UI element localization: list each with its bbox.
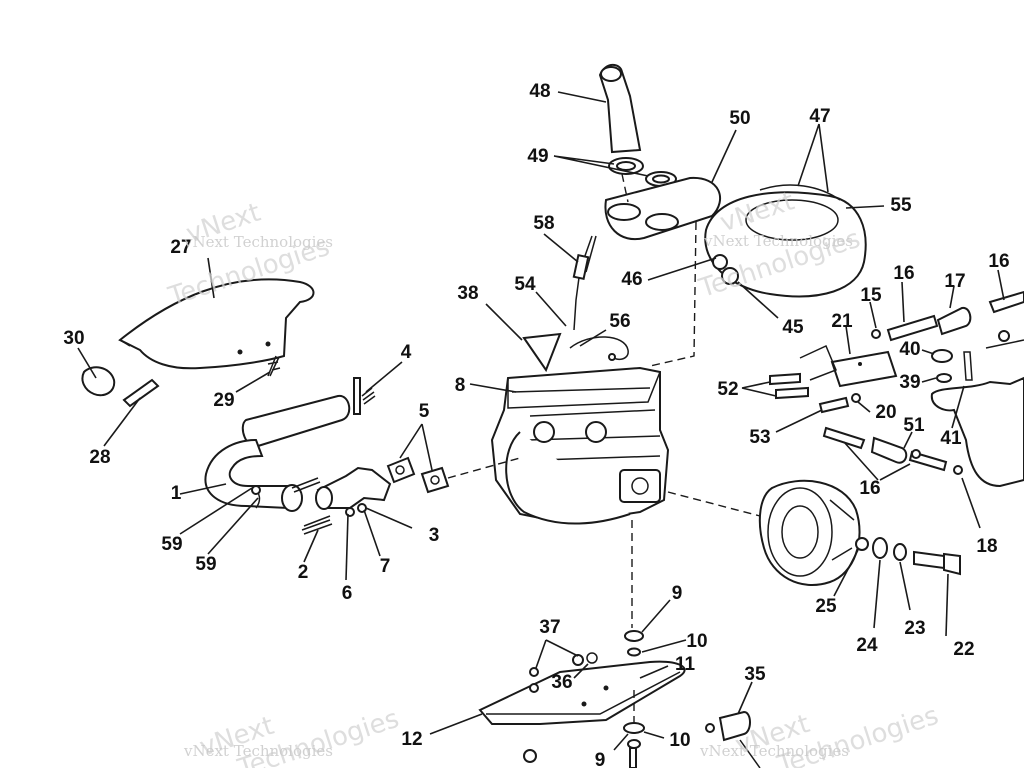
callout-18: 18 [976, 536, 997, 557]
mount-plate-part [769, 344, 898, 414]
callout-50: 50 [729, 108, 750, 129]
throttle-cable-part [572, 235, 597, 331]
callout-27: 27 [170, 237, 191, 258]
fan-shroud-part [704, 184, 867, 298]
alignment-lines [447, 173, 761, 722]
callout-38: 38 [457, 283, 478, 304]
callout-10b: 10 [669, 730, 690, 751]
callout-23: 23 [904, 618, 925, 639]
callout-20: 20 [875, 402, 896, 423]
air-silencer-part [604, 176, 722, 241]
svg-text:vNext Technologies: vNext Technologies [699, 742, 849, 760]
callout-11: 11 [675, 654, 696, 675]
callout-9b: 9 [595, 750, 606, 768]
svg-text:vNext Technologies: vNext Technologies [703, 232, 853, 250]
callout-36: 36 [551, 672, 572, 693]
callout-labels: 48 49 50 47 55 58 46 45 38 54 56 8 27 30… [63, 81, 1009, 768]
callout-59a: 59 [161, 534, 182, 555]
callout-9a: 9 [672, 583, 683, 604]
callout-2: 2 [298, 562, 309, 583]
callout-52: 52 [717, 379, 738, 400]
drive-clutch-part [758, 479, 961, 586]
callout-49: 49 [527, 146, 548, 167]
intake-rings-part [608, 157, 677, 187]
callout-29: 29 [213, 390, 234, 411]
callout-15: 15 [860, 285, 882, 306]
callout-45: 45 [782, 317, 804, 338]
intake-elbow-part [598, 63, 642, 154]
callout-6: 6 [342, 583, 353, 604]
callout-37: 37 [539, 617, 560, 638]
callout-53: 53 [749, 427, 770, 448]
callout-25: 25 [815, 596, 837, 617]
engine-mount-part [478, 630, 686, 768]
callout-16b: 16 [988, 251, 1009, 272]
engine-block-part [490, 366, 670, 525]
drive-pins-part [822, 290, 1024, 475]
callout-4: 4 [401, 342, 412, 363]
belt-guard-part [118, 278, 315, 370]
callout-58: 58 [533, 213, 554, 234]
callout-1: 1 [171, 483, 182, 504]
callout-51: 51 [903, 415, 925, 436]
exhaust-clamps-part [251, 485, 261, 509]
callout-16a: 16 [893, 263, 914, 284]
callout-8: 8 [455, 375, 466, 396]
callout-24: 24 [856, 635, 878, 656]
svg-text:vNext Technologies: vNext Technologies [183, 233, 333, 251]
callout-46: 46 [621, 269, 642, 290]
svg-text:vNext Technologies: vNext Technologies [183, 742, 333, 760]
guard-hardware-part [81, 355, 281, 408]
callout-40: 40 [899, 339, 920, 360]
callout-12: 12 [401, 729, 422, 750]
callout-48: 48 [529, 81, 550, 102]
callout-59b: 59 [195, 554, 216, 575]
callout-47: 47 [809, 106, 830, 127]
callout-28: 28 [89, 447, 110, 468]
stop-bracket-part [705, 710, 761, 768]
callout-10a: 10 [686, 631, 707, 652]
starter-handle-part [522, 332, 629, 373]
callout-17: 17 [944, 271, 965, 292]
leader-lines [77, 91, 1005, 751]
callout-7: 7 [380, 556, 391, 577]
callout-55: 55 [890, 195, 912, 216]
callout-39: 39 [899, 372, 920, 393]
callout-22: 22 [953, 639, 974, 660]
callout-21: 21 [831, 311, 853, 332]
bracket-assembly-part [930, 330, 1024, 488]
callout-30: 30 [63, 328, 84, 349]
callout-54: 54 [514, 274, 536, 295]
muffler-part [204, 394, 351, 512]
callout-56: 56 [609, 311, 630, 332]
callout-35: 35 [744, 664, 766, 685]
callout-3: 3 [429, 525, 440, 546]
callout-16c: 16 [859, 478, 880, 499]
exhaust-manifold-part [315, 456, 450, 517]
callout-5: 5 [419, 401, 430, 422]
springs-part [291, 377, 376, 535]
callout-41: 41 [940, 428, 962, 449]
